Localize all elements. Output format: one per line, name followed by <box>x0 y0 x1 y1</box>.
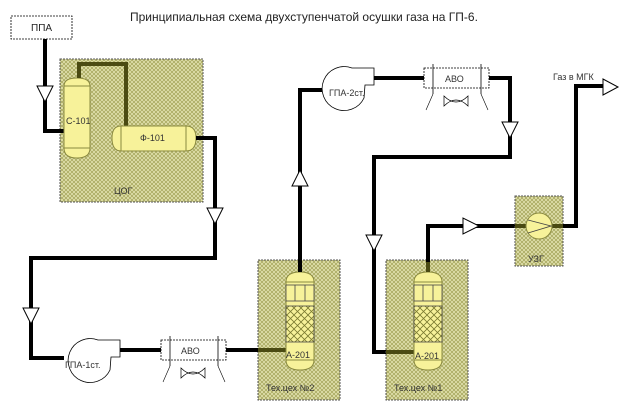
flow-arrow-right-icon <box>602 78 620 96</box>
a201-tech2-label: А-201 <box>286 350 310 360</box>
f101-vessel[interactable]: Ф-101 <box>111 125 197 152</box>
tech1-label: Тех.цех №1 <box>394 383 442 393</box>
avo1-cooler[interactable]: АВО <box>160 336 227 383</box>
gpa2-label: ГПА-2ст. <box>329 88 364 98</box>
pipe-uzg-out <box>563 84 603 228</box>
c101-label: С-101 <box>66 116 91 126</box>
flow-arrow-down-icon <box>36 85 54 104</box>
flow-meter[interactable] <box>525 212 553 240</box>
a201-tech1-label: А-201 <box>415 351 439 361</box>
pipe-tech2-gpa2 <box>298 88 328 272</box>
avo1-label: АВО <box>181 346 200 356</box>
diagram-title: Принципиальная схема двухступенчатой осу… <box>130 10 478 24</box>
avo2-label: АВО <box>445 74 464 84</box>
gas-out-label: Газ в МГК <box>553 72 595 82</box>
flow-arrow-down-icon <box>206 207 224 226</box>
c101-vessel[interactable]: С-101 <box>63 77 91 159</box>
ppa-label: ППА <box>31 23 52 34</box>
gpa1-label: ГПА-1ст. <box>65 360 100 370</box>
pipe-avo2-tech1 <box>372 76 512 354</box>
a201-tech1-vessel[interactable]: А-201 <box>413 271 443 371</box>
flow-arrow-down-icon <box>22 307 40 326</box>
tech2-label: Тех.цех №2 <box>266 383 314 393</box>
pipe-f101-gpa1 <box>29 136 217 360</box>
gpa1-compressor[interactable]: ГПА-1ст. <box>65 338 121 383</box>
a201-tech2-vessel[interactable]: А-201 <box>285 271 315 371</box>
tsog-label: ЦОГ <box>114 186 132 196</box>
avo2-cooler[interactable]: АВО <box>423 64 490 111</box>
pipe-tech1-uzg <box>426 224 515 262</box>
pipe-ppa-c101 <box>43 39 64 133</box>
ppa-box[interactable]: ППА <box>10 15 73 40</box>
flow-arrow-down-icon <box>501 121 519 140</box>
uzg-label: УЗГ <box>528 254 544 264</box>
flow-arrow-down-icon <box>365 234 383 253</box>
pipe-c101-f101 <box>77 62 128 126</box>
gpa2-compressor[interactable]: ГПА-2ст. <box>321 66 375 111</box>
flow-arrow-right-icon <box>462 217 481 235</box>
fan-icon <box>443 95 469 107</box>
flow-arrow-up-icon <box>291 168 309 187</box>
f101-label: Ф-101 <box>140 133 165 143</box>
fan-icon <box>180 367 206 379</box>
